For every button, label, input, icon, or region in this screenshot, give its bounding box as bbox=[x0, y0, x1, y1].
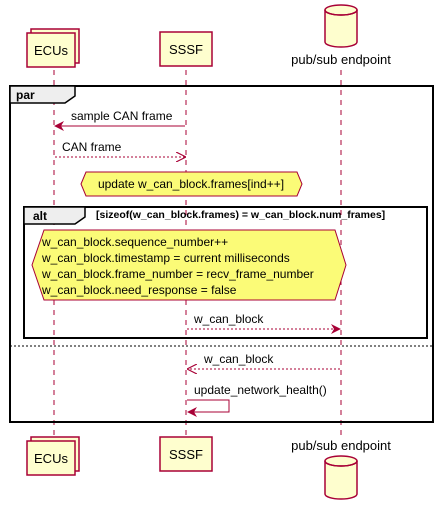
message-can-frame-label: CAN frame bbox=[62, 140, 122, 154]
message-sample-can-frame[interactable]: sample CAN frame bbox=[54, 109, 185, 131]
note-block-fields-line-1: w_can_block.sequence_number++ bbox=[41, 235, 228, 249]
note-update-frames-text: update w_can_block.frames[ind++] bbox=[98, 177, 284, 191]
fragment-par-label: par bbox=[16, 88, 35, 102]
participant-sssf-top[interactable]: SSSF bbox=[159, 31, 213, 67]
participant-pubsub-bottom-label: pub/sub endpoint bbox=[291, 438, 391, 453]
message-w-can-block-2-label: w_can_block bbox=[203, 352, 274, 366]
message-update-network-health[interactable]: update_network_health() bbox=[187, 383, 327, 417]
participant-sssf-bottom[interactable]: SSSF bbox=[159, 436, 213, 472]
participant-ecus-bottom[interactable]: ECUs bbox=[26, 436, 80, 476]
message-can-frame[interactable]: CAN frame bbox=[55, 140, 185, 157]
message-w-can-block-2[interactable]: w_can_block bbox=[188, 352, 340, 369]
fragment-alt: alt [sizeof(w_can_block.frames) = w_can_… bbox=[23, 206, 428, 339]
participant-pubsub-bottom[interactable]: pub/sub endpoint bbox=[291, 438, 391, 500]
participant-ecus-top-label: ECUs bbox=[34, 43, 68, 58]
message-w-can-block-1[interactable]: w_can_block bbox=[187, 312, 341, 334]
message-update-network-health-arrow bbox=[187, 399, 230, 417]
note-block-fields-line-3: w_can_block.frame_number = recv_frame_nu… bbox=[41, 267, 314, 281]
note-update-frames: update w_can_block.frames[ind++] bbox=[80, 171, 303, 197]
note-block-fields-line-2: w_can_block.timestamp = current millisec… bbox=[41, 251, 290, 265]
participant-sssf-bottom-label: SSSF bbox=[169, 447, 203, 462]
participant-ecus-top[interactable]: ECUs bbox=[26, 28, 80, 68]
message-w-can-block-1-label: w_can_block bbox=[193, 312, 264, 326]
participant-sssf-top-label: SSSF bbox=[169, 42, 203, 57]
message-sample-can-frame-label: sample CAN frame bbox=[71, 109, 173, 123]
note-block-fields: w_can_block.sequence_number++ w_can_bloc… bbox=[31, 229, 347, 301]
fragment-alt-label: alt bbox=[33, 209, 47, 223]
fragment-par: par bbox=[9, 85, 434, 423]
fragment-alt-condition: [sizeof(w_can_block.frames) = w_can_bloc… bbox=[96, 209, 385, 221]
participant-ecus-bottom-label: ECUs bbox=[34, 451, 68, 466]
participant-pubsub-top-label: pub/sub endpoint bbox=[291, 52, 391, 67]
participant-pubsub-top[interactable]: pub/sub endpoint bbox=[291, 4, 391, 67]
note-block-fields-line-4: w_can_block.need_response = false bbox=[41, 283, 237, 297]
message-update-network-health-label: update_network_health() bbox=[194, 383, 327, 397]
